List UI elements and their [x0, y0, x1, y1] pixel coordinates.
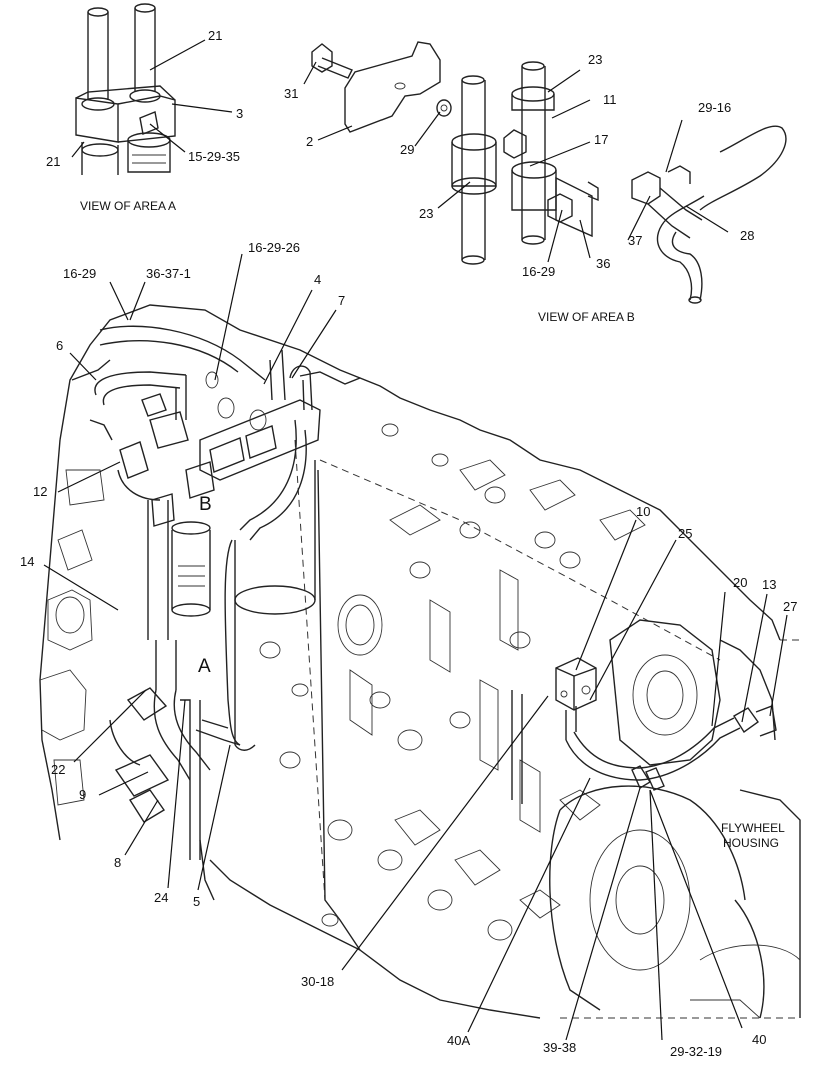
callout-label: 5: [193, 894, 200, 909]
callout-label: 16-29-26: [248, 240, 300, 255]
callout-label: 40: [752, 1032, 766, 1047]
callout-label: 13: [762, 577, 776, 592]
callout-label: 7: [338, 293, 345, 308]
callout-label: 24: [154, 890, 168, 905]
callout-label: 3: [236, 106, 243, 121]
callout-label: 29-16: [698, 100, 731, 115]
callout-label: 23: [588, 52, 602, 67]
callout-label: 20: [733, 575, 747, 590]
callout-label: 14: [20, 554, 34, 569]
callout-label: 27: [783, 599, 797, 614]
callout-label: 29-32-19: [670, 1044, 722, 1059]
callout-label: 11: [603, 92, 617, 107]
callout-label: 16-29: [63, 266, 96, 281]
callout-label: 10: [636, 504, 650, 519]
callout-label: 21: [46, 154, 60, 169]
engine-drawing: [39, 304, 801, 1019]
captions: VIEW OF AREA A VIEW OF AREA B FLYWHEEL H…: [80, 199, 785, 850]
callout-label: 15-29-35: [188, 149, 240, 164]
callout-label: 6: [56, 338, 63, 353]
area-marker-a: A: [198, 656, 211, 677]
leader-lines: [43, 39, 788, 1041]
view-area-a-drawing: [75, 3, 176, 175]
caption-flywheel-line2: HOUSING: [723, 836, 779, 850]
callout-label: 39-38: [543, 1040, 576, 1055]
callout-label: 29: [400, 142, 414, 157]
callout-label: 22: [51, 762, 65, 777]
callout-label: 16-29: [522, 264, 555, 279]
callout-label: 4: [314, 272, 321, 287]
callout-label: 36: [596, 256, 610, 271]
callout-label: 17: [594, 132, 608, 147]
view-area-b-drawing: [311, 41, 599, 265]
hose-detail-drawing: [631, 125, 787, 304]
callout-label: 8: [114, 855, 121, 870]
callout-label: 36-37-1: [146, 266, 191, 281]
callout-label: 12: [33, 484, 47, 499]
caption-view-area-b: VIEW OF AREA B: [538, 310, 635, 324]
callout-label: 21: [208, 28, 222, 43]
callout-label: 23: [419, 206, 433, 221]
callout-labels: 21 3 15-29-35 21 31 23 11 2 29 17 23 29-…: [20, 28, 797, 1059]
callout-label: 28: [740, 228, 754, 243]
callout-label: 9: [79, 787, 86, 802]
callout-label: 30-18: [301, 974, 334, 989]
area-marker-b: B: [199, 494, 212, 515]
callout-label: 25: [678, 526, 692, 541]
callout-label: 40A: [447, 1033, 470, 1048]
callout-label: 31: [284, 86, 298, 101]
callout-label: 37: [628, 233, 642, 248]
callout-label: 2: [306, 134, 313, 149]
caption-view-area-a: VIEW OF AREA A: [80, 199, 176, 213]
caption-flywheel-line1: FLYWHEEL: [721, 821, 785, 835]
